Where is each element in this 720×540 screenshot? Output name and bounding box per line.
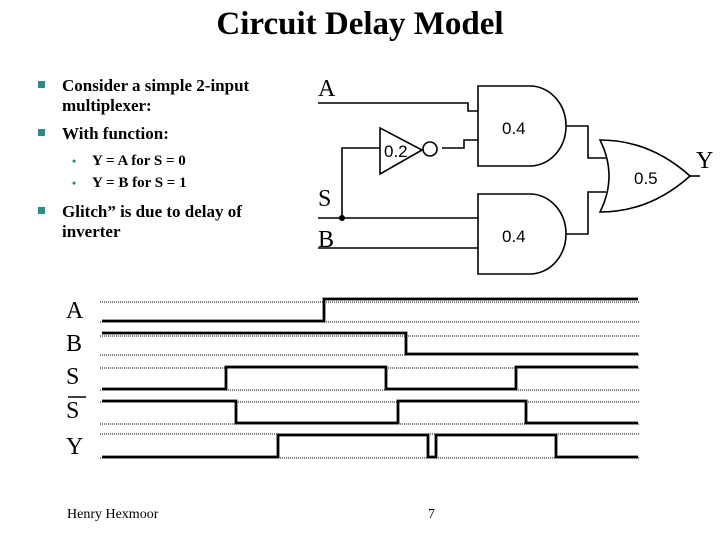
timing-label-b: B [66,331,82,357]
waveform-b [102,331,638,356]
timing-label-s-bar: S [66,398,79,424]
and-gate-top [477,85,567,167]
circuit-wires [318,85,700,275]
or-delay-label: 0.5 [634,169,658,188]
waveform-y [102,433,638,459]
bullet-text: Consider a simple 2-input multiplexer: [62,76,250,115]
timing-waveforms [102,297,638,459]
sub-bullet-item: • Y = B for S = 1 [36,172,286,194]
inverter-bubble [422,141,438,157]
bullet-text: Glitch” is due to delay of inverter [62,202,242,241]
and-top-delay-label: 0.4 [502,119,526,138]
timing-label-a: A [66,298,84,324]
bullet-dot-icon: • [72,154,77,168]
timing-label-y: Y [66,434,83,460]
and-bottom-delay-label: 0.4 [502,227,526,246]
input-b-label: B [318,227,334,253]
or-gate [598,139,692,213]
bullet-dot-icon: • [72,176,77,190]
timing-diagram: A B S S Y [66,297,640,460]
input-a-label: A [318,76,336,102]
waveform-s-bar [102,399,638,425]
bullet-text: With function: [62,124,169,143]
timing-label-s: S [66,364,79,390]
bullet-square-icon [38,207,45,214]
wire-s-to-inverter [341,147,380,218]
bullet-square-icon [38,129,45,136]
wire-and-top-to-or [566,125,606,159]
bullet-list: Consider a simple 2-input multiplexer: W… [36,76,286,242]
input-s-label: S [318,186,331,212]
sub-bullet-item: • Y = A for S = 0 [36,150,286,172]
waveform-s [102,365,638,391]
inverter-delay-label: 0.2 [384,142,408,161]
wire-a [318,102,478,112]
footer-author: Henry Hexmoor [67,507,159,522]
sub-bullet-text: Y = A for S = 0 [92,153,186,169]
wire-and-bottom-to-or [566,191,606,235]
inverter-triangle [379,126,424,176]
output-y-label: Y [696,148,713,174]
bullet-item: With function: [36,124,286,144]
footer-page-number: 7 [428,507,435,522]
bullet-square-icon [38,81,45,88]
sub-bullet-text: Y = B for S = 1 [92,175,187,191]
wire-junction-dot [339,215,345,221]
bullet-item: Glitch” is due to delay of inverter [36,202,286,242]
waveform-a [102,297,638,323]
and-gate-bottom [477,193,567,275]
bullet-item: Consider a simple 2-input multiplexer: [36,76,286,116]
wire-inverter-to-and [442,139,478,149]
slide-title: Circuit Delay Model [216,6,504,42]
